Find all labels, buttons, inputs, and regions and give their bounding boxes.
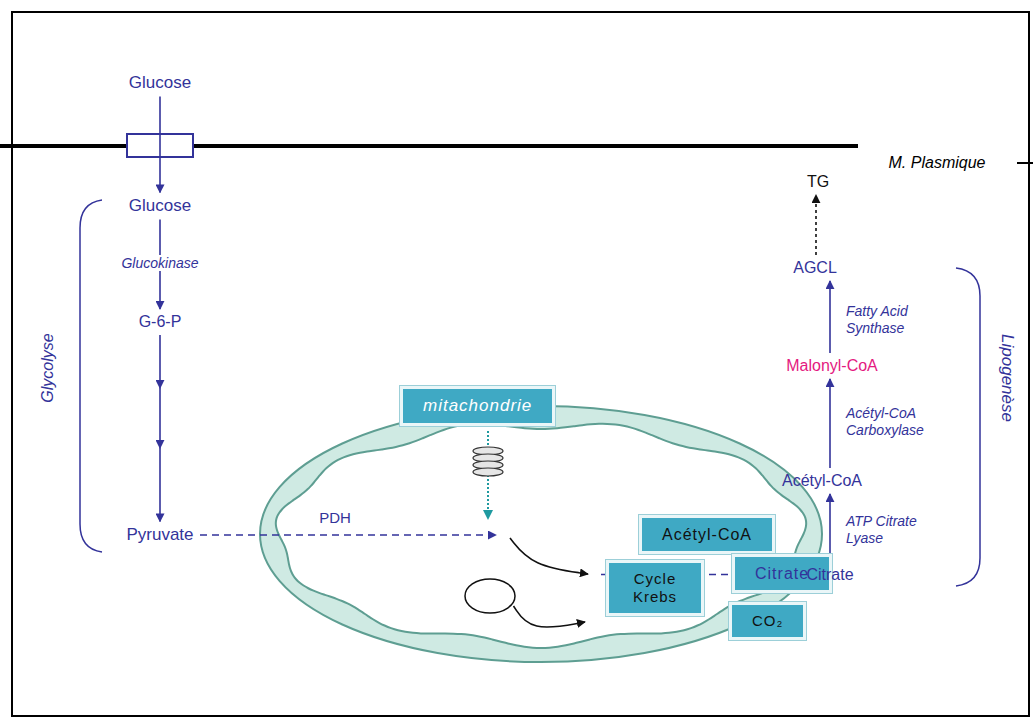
metabolite-name: AGCL: [793, 258, 837, 277]
pathway-arrow: [815, 195, 817, 255]
metabolite-name: Acétyl-CoA: [782, 471, 862, 490]
inner-membrane: [276, 424, 806, 648]
enzyme-label: Glucokinase: [118, 255, 201, 272]
outer-membrane: [260, 406, 822, 662]
cycle-outline: [464, 578, 516, 614]
metabolite-name: TG: [807, 172, 829, 191]
metabolite: Acétyl-CoA: [777, 469, 868, 493]
metabolite-name: CO₂: [729, 602, 806, 640]
membrane-label: M. Plasmique: [889, 153, 986, 172]
metabolite: TG: [802, 170, 835, 194]
metabolite: Glucose: [124, 71, 197, 96]
metabolite: G-6-P: [134, 310, 187, 334]
metabolite-name: Malonyl-CoA: [786, 356, 878, 375]
metabolite-name: Glucose: [129, 196, 191, 216]
glycolysis-bracket: [80, 200, 102, 552]
metabolite: Pyruvate: [121, 523, 199, 548]
pathway-arrow: [829, 379, 831, 468]
metabolite: AGCL: [788, 256, 842, 280]
organelle-label: mitachondrie: [400, 386, 555, 426]
pathway-label: Lipogenèse: [997, 334, 1017, 422]
enzyme-label: Fatty Acid Synthase: [846, 303, 946, 337]
lipogenesis-bracket: [956, 268, 980, 586]
metabolite: CO₂: [587, 620, 597, 624]
metabolite: Glucose: [124, 194, 197, 219]
pathway-arrow: [829, 494, 831, 562]
figure-frame: [12, 12, 1029, 716]
mitochondrion: Acétyl-CoACycle KrebsCitrateCO₂mitachond…: [258, 404, 824, 664]
enzyme-label: Acétyl-CoA Carboxylase: [846, 405, 946, 439]
membrane-tick: [1017, 162, 1033, 164]
pathway-arrow: [159, 335, 161, 522]
enzyme-label: PDH: [319, 509, 351, 527]
pathway-label: Glycolyse: [38, 333, 57, 402]
metabolite-name: Citrate: [806, 565, 853, 584]
metabolite-name: Glucose: [129, 73, 191, 93]
metabolite: Malonyl-CoA: [781, 354, 883, 378]
metabolite-name: G-6-P: [139, 312, 182, 331]
pathway-arrow: [159, 97, 161, 193]
metabolite: Citrate: [590, 572, 600, 576]
pathway-arrow: [829, 281, 831, 353]
metabolite: Acétyl-CoA: [497, 533, 507, 537]
enzyme-label: ATP Citrate Lyase: [846, 513, 946, 547]
krebs-cycle: Cycle Krebs: [464, 578, 516, 614]
metabolite: Citrate: [801, 563, 859, 587]
metabolite-name: Acétyl-CoA: [639, 515, 775, 554]
metabolite-name: Pyruvate: [126, 525, 193, 545]
cycle-name: Cycle Krebs: [606, 560, 704, 616]
